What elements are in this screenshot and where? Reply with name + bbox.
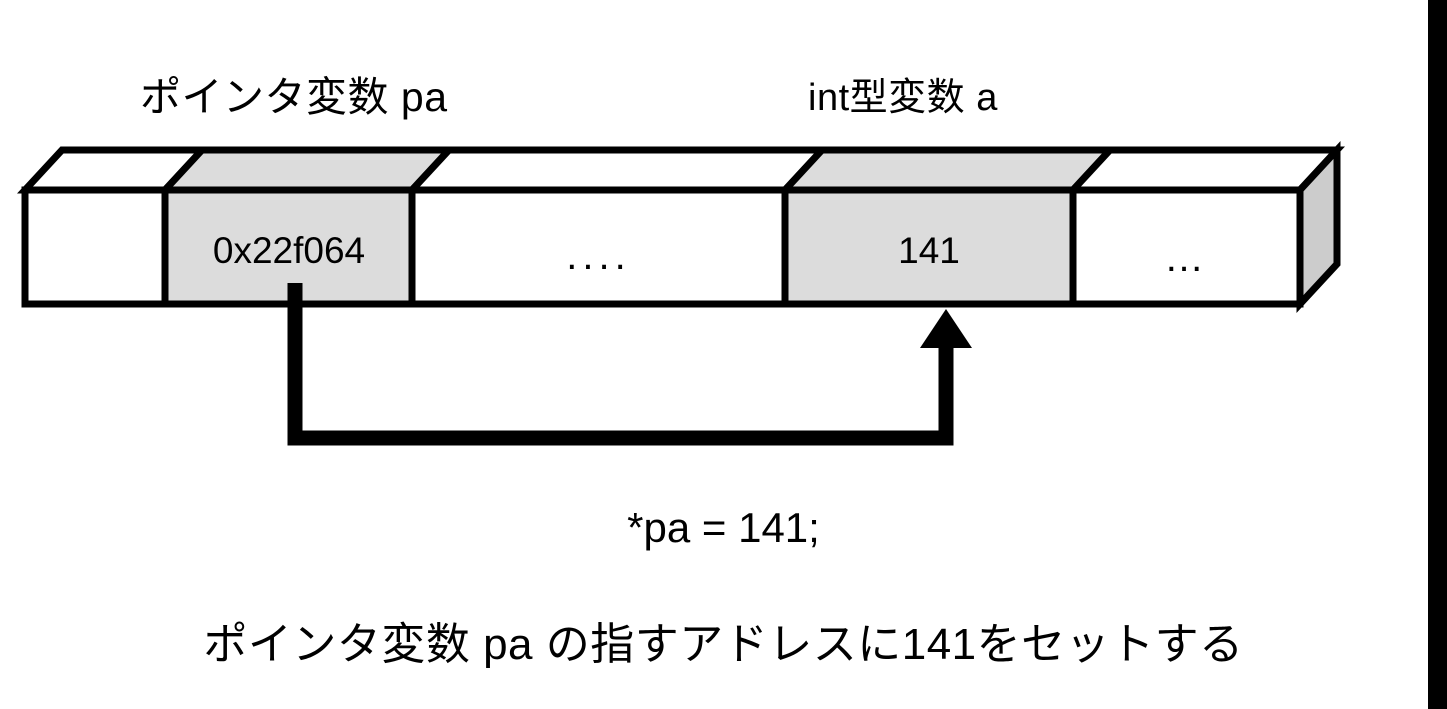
front-face-cell-gap-middle xyxy=(408,186,789,308)
top-face-cell-pointer-pa xyxy=(156,146,458,194)
right-edge-bar xyxy=(1428,0,1447,709)
top-face-cell-variable-a xyxy=(776,146,1119,194)
diagram-caption: ポインタ変数 pa の指すアドレスに141をセットする xyxy=(203,620,1244,669)
cell-value-pointer-pa: 0x22f064 xyxy=(212,230,366,271)
front-face-cell-empty-left xyxy=(21,186,169,308)
cell-value-tail-right: … xyxy=(1164,236,1209,280)
memory-top-faces xyxy=(16,146,1346,194)
pointer-arrow-head xyxy=(920,309,972,348)
label-int-variable-a: int型変数 a xyxy=(808,77,998,119)
top-face-cell-gap-middle xyxy=(403,146,831,194)
pointer-arrow-shaft xyxy=(287,283,954,446)
pointer-arrow xyxy=(287,283,972,446)
code-statement: *pa = 141; xyxy=(627,504,820,551)
top-face-cell-tail-right xyxy=(1064,146,1346,194)
label-pointer-variable-pa: ポインタ変数 pa xyxy=(140,74,448,120)
front-face-cell-tail-right xyxy=(1069,186,1304,308)
cell-value-gap-middle: .... xyxy=(566,234,631,278)
cell-value-variable-a: 141 xyxy=(898,230,960,271)
